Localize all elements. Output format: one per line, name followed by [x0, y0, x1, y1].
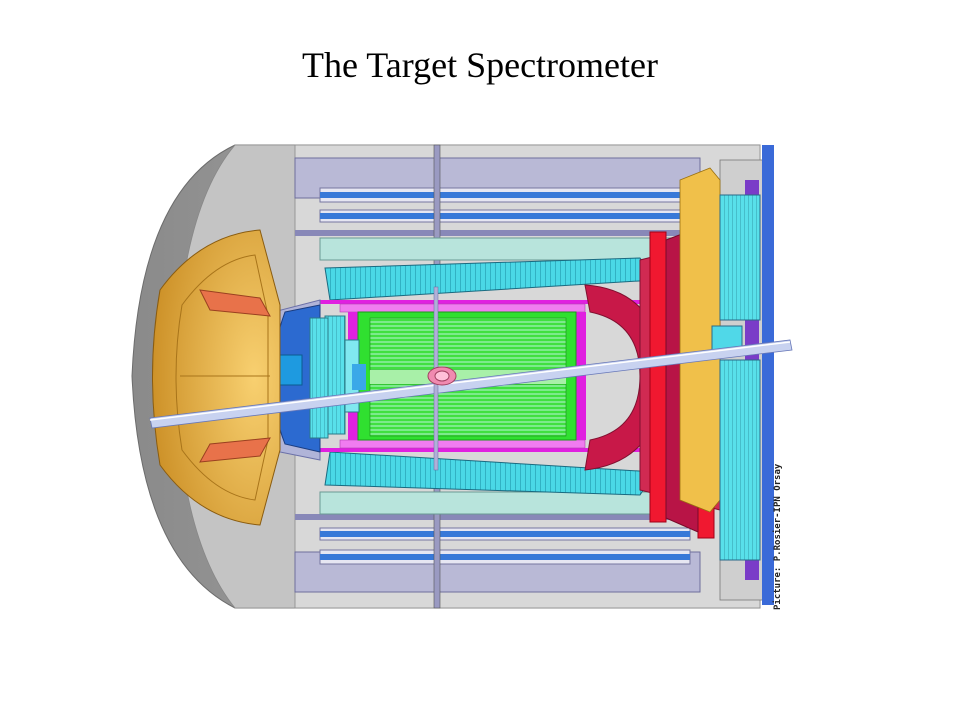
lower-muon-detector — [294, 514, 701, 593]
target-spectrometer-cutaway: Picture: P.Rosier-IPN Orsay — [120, 140, 800, 610]
gold-pole-piece — [152, 229, 281, 526]
detector-drawing: Picture: P.Rosier-IPN Orsay — [131, 144, 793, 610]
upper-muon-detector — [294, 157, 701, 236]
slide-title: The Target Spectrometer — [301, 45, 658, 85]
interaction-point — [427, 366, 457, 386]
forward-tracking-stations — [711, 194, 761, 561]
beam-pipe — [149, 339, 793, 429]
barrel-emc — [320, 257, 660, 496]
picture-credit: Picture: P.Rosier-IPN Orsay — [772, 463, 783, 610]
